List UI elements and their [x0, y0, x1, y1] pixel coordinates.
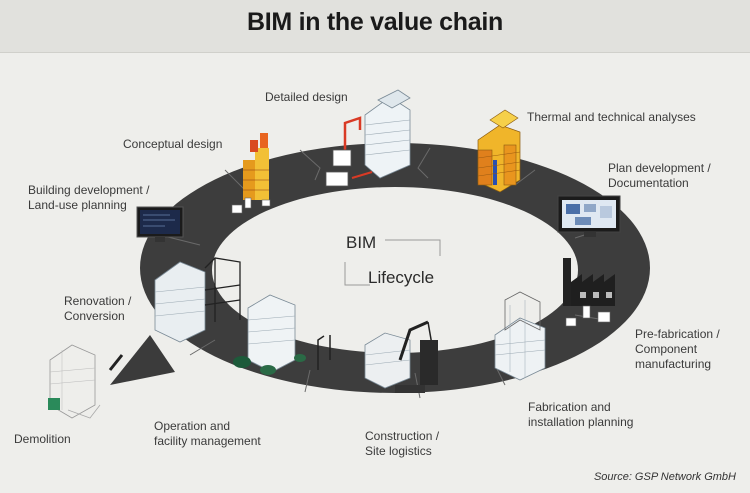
conceptual-design-building — [231, 133, 271, 214]
stage-label-thermal-analyses: Thermal and technical analyses — [527, 110, 696, 124]
renovation-building — [154, 257, 241, 343]
operation-building — [233, 294, 331, 375]
title-bar: BIM in the value chain — [0, 0, 750, 53]
stage-label-prefabrication: Pre-fabrication / Component manufacturin… — [635, 327, 720, 371]
demolition-building — [48, 344, 124, 419]
stage-label-fabrication-planning: Fabrication and installation planning — [528, 400, 634, 429]
stage-label-renovation: Renovation / Conversion — [64, 294, 132, 323]
stage-label-conceptual-design: Conceptual design — [123, 137, 223, 151]
stage-label-demolition: Demolition — [14, 432, 71, 446]
center-label-bim: BIM — [346, 233, 377, 252]
stage-label-construction: Construction / Site logistics — [365, 429, 440, 458]
ring-tail — [110, 335, 175, 385]
fabrication-building — [494, 291, 546, 381]
stage-label-building-development: Building development / Land-use planning — [28, 183, 150, 212]
stage-label-detailed-design: Detailed design — [265, 90, 348, 104]
documentation-monitor — [557, 195, 621, 237]
thermal-analyses-building — [477, 109, 521, 193]
center-bracket — [344, 239, 441, 286]
planning-monitor — [136, 206, 184, 242]
source-credit: Source: GSP Network GmbH — [593, 471, 736, 483]
diagram-title: BIM in the value chain — [247, 8, 503, 36]
stage-label-operation: Operation and facility management — [154, 419, 261, 448]
detailed-design-building — [325, 89, 411, 187]
center-label-lifecycle: Lifecycle — [368, 268, 435, 287]
stage-label-plan-development: Plan development / Documentation — [608, 161, 711, 190]
factory — [563, 258, 615, 327]
construction-site — [364, 320, 438, 393]
